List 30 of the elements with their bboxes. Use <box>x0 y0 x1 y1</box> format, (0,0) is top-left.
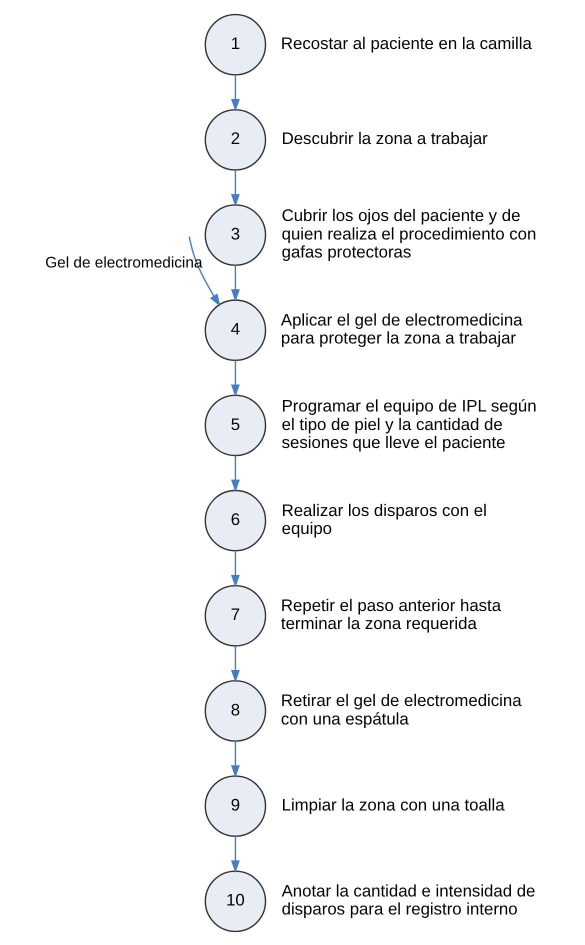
arrow <box>188 236 220 306</box>
arrow <box>230 836 240 872</box>
node-circle: 9 <box>204 774 266 836</box>
node-circle: 5 <box>204 394 266 456</box>
arrow <box>230 360 240 397</box>
node-circle: 6 <box>204 489 266 551</box>
node-circle: 10 <box>204 870 266 932</box>
arrow <box>230 550 240 587</box>
node-label: Programar el equipo de IPL según el tipo de piel y la cantidad de sesiones que lleve el paciente <box>281 396 536 452</box>
node-label: Cubrir los ojos del paciente y de quien realiza el procedimiento con gafas protectoras <box>281 206 536 262</box>
node-circle: 7 <box>204 584 266 646</box>
arrow <box>230 645 240 682</box>
node-label: Repetir el paso anterior hasta terminar la zona requerida <box>280 596 501 633</box>
arrow <box>230 74 240 112</box>
node-circle: 8 <box>204 680 266 742</box>
node-label: Retirar el gel de electromedicina con una espátula <box>280 690 522 728</box>
node-circle: 3 <box>204 204 266 266</box>
node-label: Realizar los disparos con el equipo <box>281 500 486 538</box>
node-circle: 4 <box>204 298 266 361</box>
node-label: Descubrir la zona a trabajar <box>281 128 488 148</box>
node-circle: 1 <box>204 13 266 75</box>
arrow <box>230 455 240 492</box>
arrow <box>230 170 240 206</box>
node-label: Anotar la cantidad e intensidad de disparos para el registro interno <box>281 881 535 918</box>
arrow <box>230 264 240 302</box>
node-circle: 2 <box>204 108 266 170</box>
node-label: Limpiar la zona con una toalla <box>281 794 504 814</box>
node-label: Aplicar el gel de electromedicina para proteger la zona a trabajar <box>280 310 522 348</box>
arrow <box>230 740 240 778</box>
node-label: Recostar al paciente en la camilla <box>280 34 532 53</box>
